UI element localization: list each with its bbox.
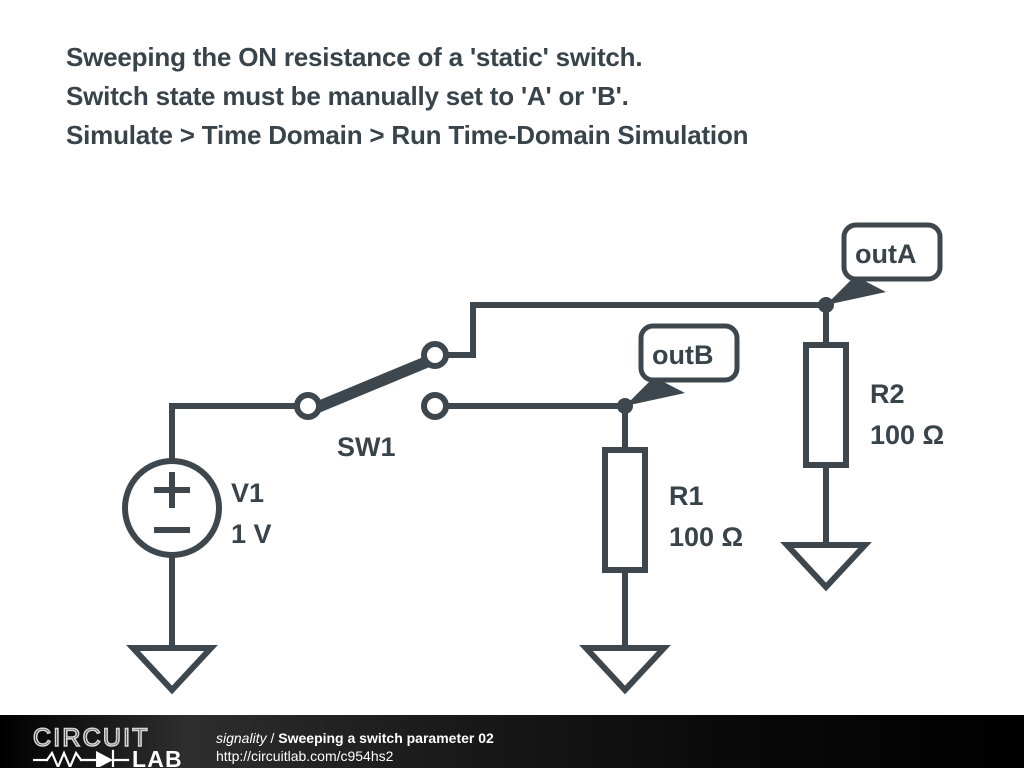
resistor-diode-icon [32,749,130,771]
ground-group [126,542,872,695]
ground-symbol-v1 [126,645,218,695]
header-note-line-3: Simulate > Time Domain > Run Time-Domain… [66,120,749,150]
circuitlab-logo: CIRCUIT LAB [32,723,203,772]
logo-circuit-text: CIRCUIT [33,727,150,752]
v1-name-label: V1 [231,478,264,508]
footer-separator: / [266,730,279,746]
r1-value-label: 100 Ω [669,522,743,552]
footer-caption: signality / Sweeping a switch parameter … [216,729,494,765]
resistor-body-r2 [803,342,849,468]
ground-symbol-r1 [579,645,671,695]
component-r2[interactable]: R2 100 Ω [803,342,944,468]
node-dot-outb [617,398,633,414]
switch-terminal-common[interactable] [294,392,322,420]
footer-brand: signality [216,730,267,746]
header-note-line-1: Sweeping the ON resistance of a 'static'… [66,42,643,72]
r1-name-label: R1 [669,481,704,511]
wire-group [169,302,829,651]
footer-url[interactable]: http://circuitlab.com/c954hs2 [216,748,394,764]
switch-blade[interactable] [310,353,437,415]
net-label-outa-pointer [826,276,886,305]
net-label-outa-box[interactable] [841,222,943,282]
net-label-outb-pointer [625,377,685,406]
header-note-line-2: Switch state must be manually set to 'A'… [66,81,629,111]
net-label-outa-text: outA [855,239,916,269]
header-note: Sweeping the ON resistance of a 'static'… [66,38,986,155]
net-label-outb[interactable]: outB [617,323,740,414]
component-v1[interactable]: V1 1 V [122,458,272,558]
wire-switch-a-to-outa [440,302,829,358]
footer-title-line: signality / Sweeping a switch parameter … [216,729,494,747]
ground-symbol-r2 [780,542,872,592]
plus-icon [154,472,190,508]
footer-bar [0,715,1024,768]
component-sw1[interactable]: SW1 [294,341,449,462]
r2-value-label: 100 Ω [870,420,944,450]
net-label-outb-box[interactable] [638,323,740,383]
resistor-body-r1 [602,447,648,573]
sw1-name-label: SW1 [337,432,396,462]
logo-lab-text: LAB [132,746,183,767]
component-r1[interactable]: R1 100 Ω [602,447,743,573]
footer-title: Sweeping a switch parameter 02 [278,730,494,746]
v1-value-label: 1 V [231,519,272,549]
net-label-outa[interactable]: outA [818,222,943,313]
circuit-schematic[interactable]: V1 1 V SW1 R1 100 Ω [0,0,1024,715]
net-label-outb-text: outB [652,340,713,370]
switch-terminal-a[interactable] [421,341,449,369]
r2-name-label: R2 [870,379,905,409]
node-dot-outa [818,297,834,313]
diode-triangle-icon [96,751,113,769]
wire-v1-to-switch-common [169,403,303,464]
switch-terminal-b[interactable] [421,392,449,420]
